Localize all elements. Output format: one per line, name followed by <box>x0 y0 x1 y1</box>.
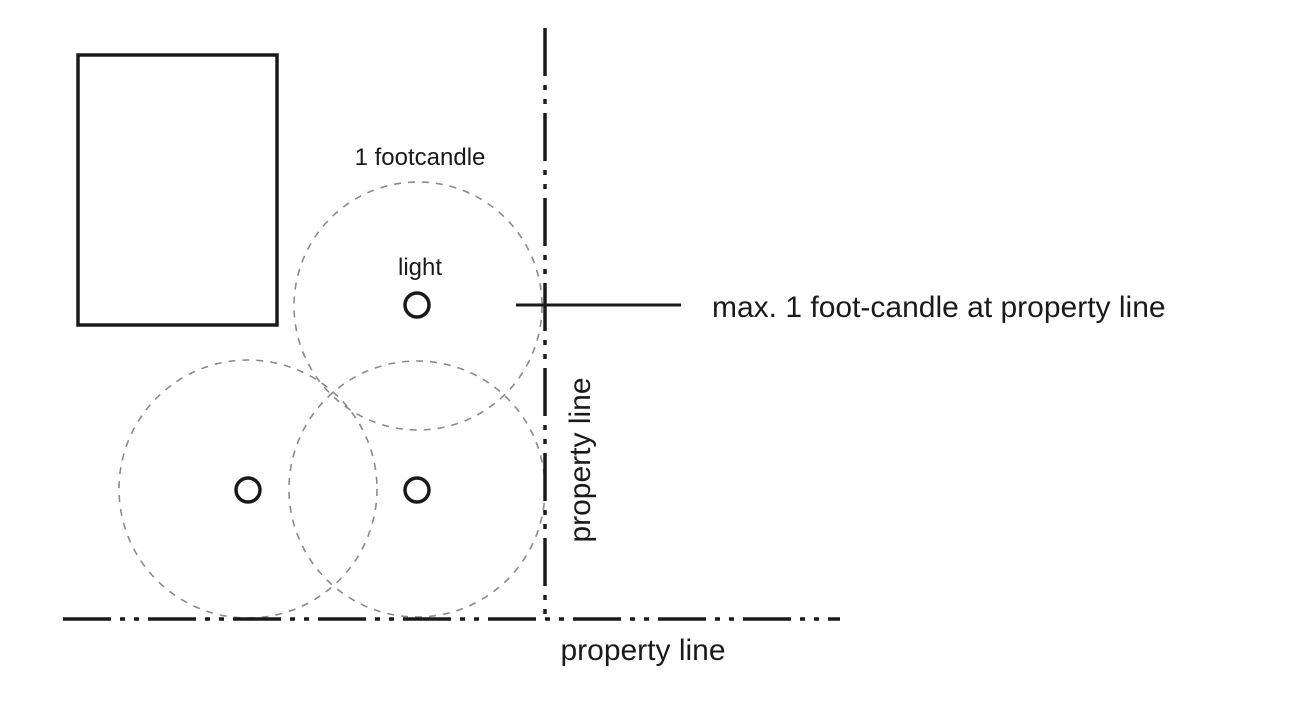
light-fixture-middle <box>403 476 431 504</box>
light-fixture-left <box>234 476 262 504</box>
light-label: light <box>398 254 442 281</box>
property-line-vertical-label: property line <box>564 377 597 542</box>
max-footcandle-label: max. 1 foot-candle at property line <box>712 291 1166 324</box>
footcandle-label: 1 footcandle <box>355 144 486 171</box>
property-line-horizontal-label: property line <box>560 634 725 667</box>
building-outline <box>76 53 279 327</box>
light-fixture-top <box>403 291 431 319</box>
